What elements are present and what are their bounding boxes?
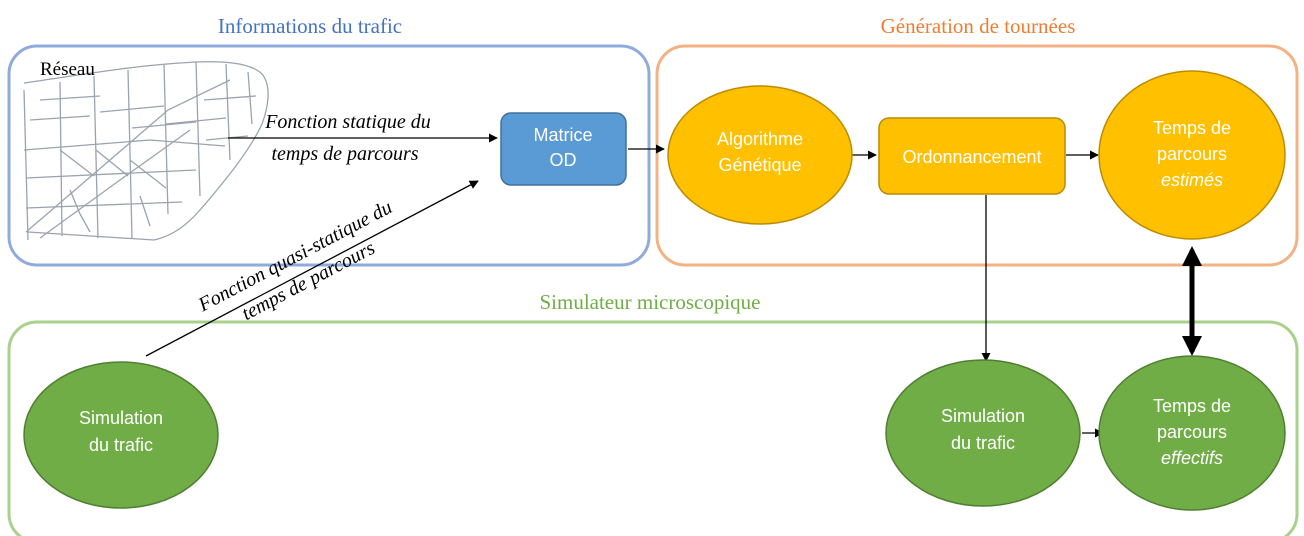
micro-simulator-group xyxy=(7,320,1299,536)
traffic-simulation-right-node xyxy=(885,359,1081,507)
traffic-info-title: Informations du trafic xyxy=(218,14,402,38)
effective-travel-time-node xyxy=(1098,355,1286,511)
matrix-od-line1: Matrice xyxy=(533,125,592,145)
scheduling-node xyxy=(878,117,1066,195)
traffic-simulation-left-line2: du trafic xyxy=(89,435,153,455)
estimated-travel-time-line2: parcours xyxy=(1157,144,1227,164)
genetic-algorithm-line2: Génétique xyxy=(718,155,801,175)
tour-generation-title: Génération de tournées xyxy=(881,14,1076,38)
road-network-map xyxy=(23,61,269,241)
genetic-algorithm-node xyxy=(667,85,853,225)
static-function-label-line1: Fonction statique du xyxy=(264,111,431,133)
scheduling-label: Ordonnancement xyxy=(902,147,1041,167)
estimated-travel-time-node xyxy=(1098,70,1286,240)
connectors xyxy=(145,133,1202,438)
estimated-travel-time-line1: Temps de xyxy=(1153,118,1231,138)
traffic-simulation-right-line1: Simulation xyxy=(941,406,1025,426)
effective-travel-time-line2: parcours xyxy=(1157,422,1227,442)
network-label: Réseau xyxy=(40,59,95,80)
effective-travel-time-line3: effectifs xyxy=(1161,448,1223,468)
genetic-algorithm-line1: Algorithme xyxy=(717,129,803,149)
matrix-od-node xyxy=(500,112,627,186)
matrix-od-line2: OD xyxy=(550,150,577,170)
effective-travel-time-line1: Temps de xyxy=(1153,396,1231,416)
estimated-travel-time-line3: estimés xyxy=(1161,170,1223,190)
traffic-simulation-right-line2: du trafic xyxy=(951,433,1015,453)
static-function-label-line2: temps de parcours xyxy=(271,143,418,165)
micro-simulator-title: Simulateur microscopique xyxy=(539,290,760,314)
arrow-sim-to-matrix xyxy=(145,180,479,357)
quasi-static-label: Fonction quasi-statique du temps de parc… xyxy=(194,196,396,325)
tour-generation-group xyxy=(655,44,1299,267)
traffic-simulation-left-node xyxy=(23,361,219,509)
traffic-simulation-left-line1: Simulation xyxy=(79,408,163,428)
traffic-info-group xyxy=(7,44,651,267)
